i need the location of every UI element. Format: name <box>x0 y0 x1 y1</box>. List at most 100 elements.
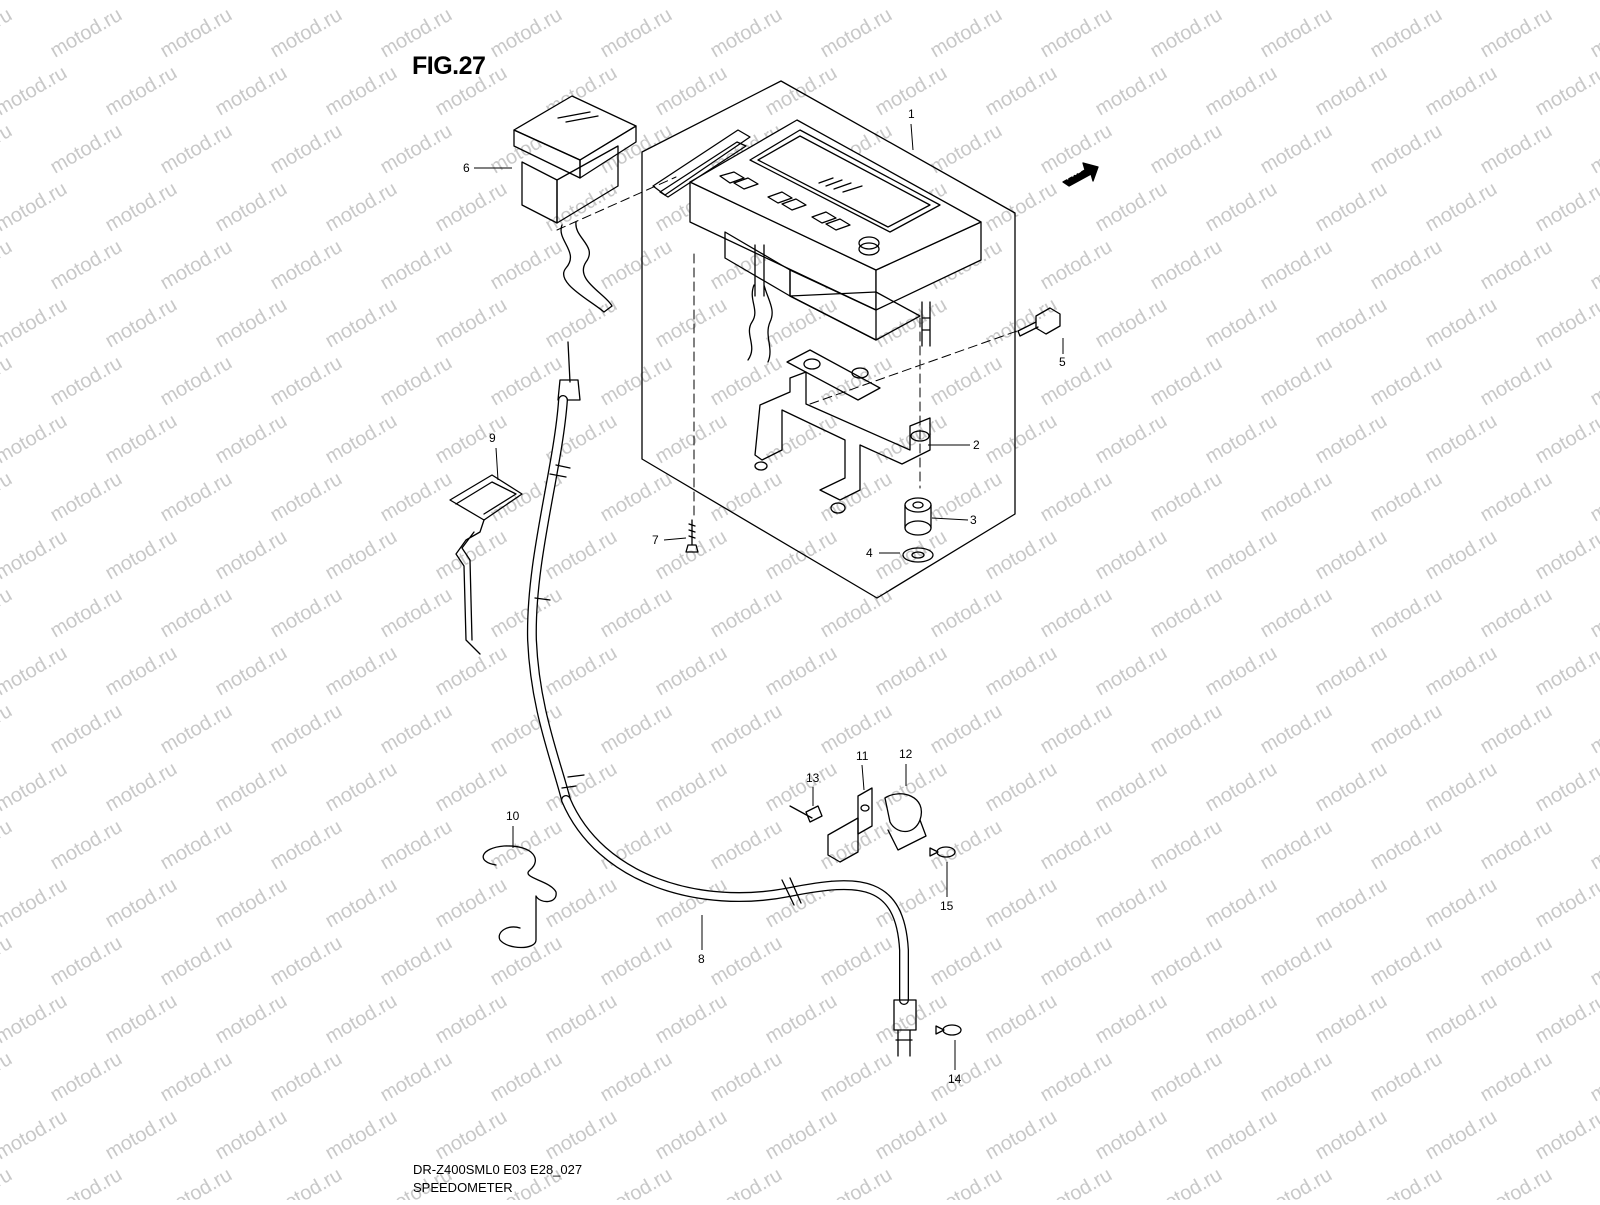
watermark-text: motod.ru <box>1477 352 1556 411</box>
watermark-text: motod.ru <box>982 642 1061 701</box>
watermark-text: motod.ru <box>1257 816 1336 875</box>
watermark-text: motod.ru <box>817 1048 896 1107</box>
watermark-text: motod.ru <box>267 4 346 63</box>
watermark-text: motod.ru <box>927 700 1006 759</box>
watermark-text: motod.ru <box>542 1106 621 1165</box>
watermark-text: motod.ru <box>432 874 511 933</box>
watermark-text: motod.ru <box>1587 352 1600 411</box>
watermark-text: motod.ru <box>1532 62 1600 121</box>
watermark-text: motod.ru <box>212 526 291 585</box>
watermark-text: motod.ru <box>1422 178 1501 237</box>
watermark-text: motod.ru <box>1422 294 1501 353</box>
part-number-8: 8 <box>698 952 705 966</box>
watermark-text: motod.ru <box>817 1164 896 1200</box>
watermark-text: motod.ru <box>1477 1164 1556 1200</box>
watermark-text: motod.ru <box>1257 4 1336 63</box>
watermark-text: motod.ru <box>1587 700 1600 759</box>
watermark-text: motod.ru <box>267 700 346 759</box>
watermark-text: motod.ru <box>707 700 786 759</box>
watermark-text: motod.ru <box>0 178 71 237</box>
watermark-text: motod.ru <box>267 468 346 527</box>
watermark-text: motod.ru <box>1477 236 1556 295</box>
watermark-text: motod.ru <box>487 236 566 295</box>
watermark-text: motod.ru <box>157 816 236 875</box>
watermark-text: motod.ru <box>982 1106 1061 1165</box>
watermark-text: motod.ru <box>47 1048 126 1107</box>
watermark-text: motod.ru <box>102 1106 181 1165</box>
callout-leader-9 <box>496 448 498 480</box>
watermark-text: motod.ru <box>432 294 511 353</box>
watermark-text: motod.ru <box>927 4 1006 63</box>
part-number-14: 14 <box>948 1072 962 1086</box>
watermark-text: motod.ru <box>1202 294 1281 353</box>
watermark-text: motod.ru <box>597 1164 676 1200</box>
watermark-text: motod.ru <box>0 236 16 295</box>
watermark-text: motod.ru <box>1037 468 1116 527</box>
watermark-text: motod.ru <box>927 1048 1006 1107</box>
watermark-text: motod.ru <box>102 874 181 933</box>
watermark-text: motod.ru <box>652 294 731 353</box>
watermark-text: motod.ru <box>1587 120 1600 179</box>
watermark-text: motod.ru <box>652 990 731 1049</box>
watermark-text: motod.ru <box>1422 642 1501 701</box>
watermark-text: motod.ru <box>1257 468 1336 527</box>
watermark-text: motod.ru <box>1587 932 1600 991</box>
watermark-text: motod.ru <box>1532 294 1600 353</box>
part-number-15: 15 <box>940 899 954 913</box>
part-number-12: 12 <box>899 747 913 761</box>
watermark-text: motod.ru <box>432 526 511 585</box>
watermark-text: motod.ru <box>212 758 291 817</box>
watermark-text: motod.ru <box>212 874 291 933</box>
watermark-text: motod.ru <box>0 62 71 121</box>
watermark-text: motod.ru <box>597 584 676 643</box>
watermark-text: motod.ru <box>487 816 566 875</box>
watermark-text: motod.ru <box>0 642 71 701</box>
part-number-13: 13 <box>806 771 820 785</box>
watermark-text: motod.ru <box>652 526 731 585</box>
watermark-text: motod.ru <box>267 816 346 875</box>
watermark-text: motod.ru <box>652 642 731 701</box>
watermark-text: motod.ru <box>267 932 346 991</box>
watermark-text: motod.ru <box>1422 874 1501 933</box>
watermark-text: motod.ru <box>1092 526 1171 585</box>
watermark-text: motod.ru <box>1257 1048 1336 1107</box>
watermark-text: motod.ru <box>0 700 16 759</box>
watermark-text: motod.ru <box>982 294 1061 353</box>
watermark-text: motod.ru <box>542 874 621 933</box>
watermark-text: motod.ru <box>1092 294 1171 353</box>
watermark-text: motod.ru <box>1477 932 1556 991</box>
watermark-text: motod.ru <box>212 62 291 121</box>
watermark-text: motod.ru <box>1147 816 1226 875</box>
watermark-text: motod.ru <box>707 1048 786 1107</box>
watermark-text: motod.ru <box>1037 1164 1116 1200</box>
watermark-text: motod.ru <box>1367 700 1446 759</box>
watermark-text: motod.ru <box>707 1164 786 1200</box>
watermark-text: motod.ru <box>707 584 786 643</box>
watermark-text: motod.ru <box>1312 526 1391 585</box>
watermark-text: motod.ru <box>322 990 401 1049</box>
watermark-text: motod.ru <box>1037 4 1116 63</box>
part-number-4: 4 <box>866 546 873 560</box>
watermark-text: motod.ru <box>432 178 511 237</box>
watermark-text: motod.ru <box>1587 816 1600 875</box>
watermark-text: motod.ru <box>102 758 181 817</box>
watermark-text: motod.ru <box>1477 584 1556 643</box>
watermark-text: motod.ru <box>487 584 566 643</box>
watermark-text: motod.ru <box>157 4 236 63</box>
watermark-text: motod.ru <box>377 584 456 643</box>
watermark-text: motod.ru <box>597 4 676 63</box>
watermark-text: motod.ru <box>1422 62 1501 121</box>
watermark-text: motod.ru <box>1367 932 1446 991</box>
watermark-text: motod.ru <box>0 932 16 991</box>
watermark-text: motod.ru <box>0 526 71 585</box>
watermark-text: motod.ru <box>212 294 291 353</box>
watermark-text: motod.ru <box>212 1106 291 1165</box>
watermark-text: motod.ru <box>1147 932 1226 991</box>
watermark-text: motod.ru <box>1367 468 1446 527</box>
watermark-text: motod.ru <box>927 1164 1006 1200</box>
watermark-text: motod.ru <box>102 526 181 585</box>
watermark-text: motod.ru <box>1422 410 1501 469</box>
watermark-text: motod.ru <box>0 468 16 527</box>
watermark-text: motod.ru <box>1312 642 1391 701</box>
